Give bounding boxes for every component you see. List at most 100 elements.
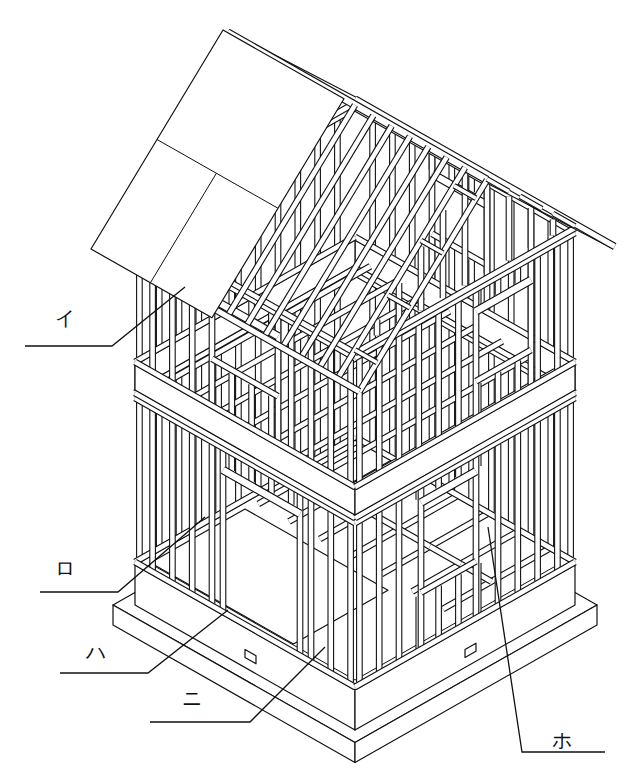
member-face (456, 574, 461, 626)
member-face (337, 168, 465, 380)
member-outline (248, 384, 255, 426)
member-face (520, 196, 542, 209)
member-outline (135, 398, 355, 523)
frame-member (139, 398, 140, 558)
member-outline (455, 574, 462, 626)
frame-member (251, 466, 252, 482)
member-outline (347, 358, 354, 483)
member-face (436, 313, 441, 438)
member-face (315, 296, 320, 456)
member-face (170, 421, 175, 581)
frame-member (350, 523, 351, 683)
frame-member (301, 147, 429, 358)
member-outline (421, 241, 443, 254)
member-face (355, 350, 377, 363)
leader-line (40, 517, 205, 592)
member-face (397, 500, 402, 660)
frame-member (418, 324, 419, 449)
member-outline (301, 147, 429, 358)
member-face (397, 335, 402, 460)
frame-member (570, 233, 571, 358)
member-face (135, 393, 355, 518)
member-outline (297, 494, 304, 654)
member-outline (337, 168, 465, 380)
edge-line (157, 140, 278, 209)
leader-line (60, 610, 228, 673)
frame-member (359, 523, 360, 683)
member-face (535, 256, 540, 381)
member-outline (319, 157, 447, 369)
member-outline (484, 185, 491, 310)
frame-member (458, 301, 459, 426)
member-outline (448, 248, 455, 290)
member-outline (314, 131, 321, 256)
frame-member (300, 494, 301, 654)
frame-member (517, 433, 518, 593)
frame-member (520, 196, 542, 209)
frame-member (476, 350, 531, 381)
member-outline (454, 186, 476, 199)
member-outline (418, 247, 425, 311)
member-face (419, 488, 424, 648)
frame-member (355, 562, 575, 687)
leader-line (488, 527, 605, 752)
frame-member (337, 168, 465, 380)
vent (245, 650, 256, 664)
frame-member (330, 511, 331, 671)
member-outline (189, 433, 196, 593)
frame-member (458, 574, 459, 626)
member-face (535, 421, 540, 581)
frame-member (421, 488, 422, 648)
member-face (485, 185, 490, 273)
member-face (529, 208, 534, 248)
member-outline (376, 511, 383, 671)
member-outline (554, 245, 561, 370)
member-face (329, 511, 334, 671)
member-outline (396, 335, 403, 460)
frame-member (337, 285, 338, 445)
member-face (135, 398, 355, 523)
frame-member (271, 396, 272, 438)
member-outline (506, 197, 513, 261)
frame-member (498, 372, 499, 404)
member-face (329, 346, 334, 471)
member-face (355, 99, 615, 247)
member-outline (554, 410, 561, 570)
vent (465, 643, 476, 657)
member-face (296, 308, 301, 468)
member-outline (520, 196, 542, 209)
member-face (355, 398, 575, 523)
member-face (388, 295, 410, 308)
rim-band (355, 365, 575, 515)
frame-member (471, 176, 472, 192)
frame-member (537, 256, 538, 381)
callout-label: イ (55, 306, 75, 330)
frame-member (399, 529, 430, 547)
frame-member (517, 268, 518, 284)
member-face (516, 361, 521, 393)
frame-member (487, 185, 488, 273)
frame-member (451, 248, 452, 290)
member-outline (455, 301, 462, 426)
frame-member (231, 373, 232, 415)
frame-member (517, 361, 518, 393)
frame-member (355, 362, 575, 487)
member-face (150, 410, 155, 570)
frame-member (537, 421, 538, 581)
member-outline (228, 373, 235, 415)
frame-member (430, 547, 461, 565)
leader-line (25, 287, 185, 346)
member-face (390, 131, 395, 256)
roof-sheathing (91, 30, 344, 318)
frame-member (135, 562, 355, 687)
member-outline (487, 179, 509, 192)
frame-member (421, 241, 443, 254)
member-outline (550, 220, 557, 236)
frame-member (392, 131, 393, 256)
frame-member (297, 308, 298, 468)
member-face (553, 214, 575, 227)
frame-member (498, 279, 499, 295)
member-face (454, 186, 476, 199)
member-face (269, 396, 274, 438)
member-outline (135, 362, 355, 487)
